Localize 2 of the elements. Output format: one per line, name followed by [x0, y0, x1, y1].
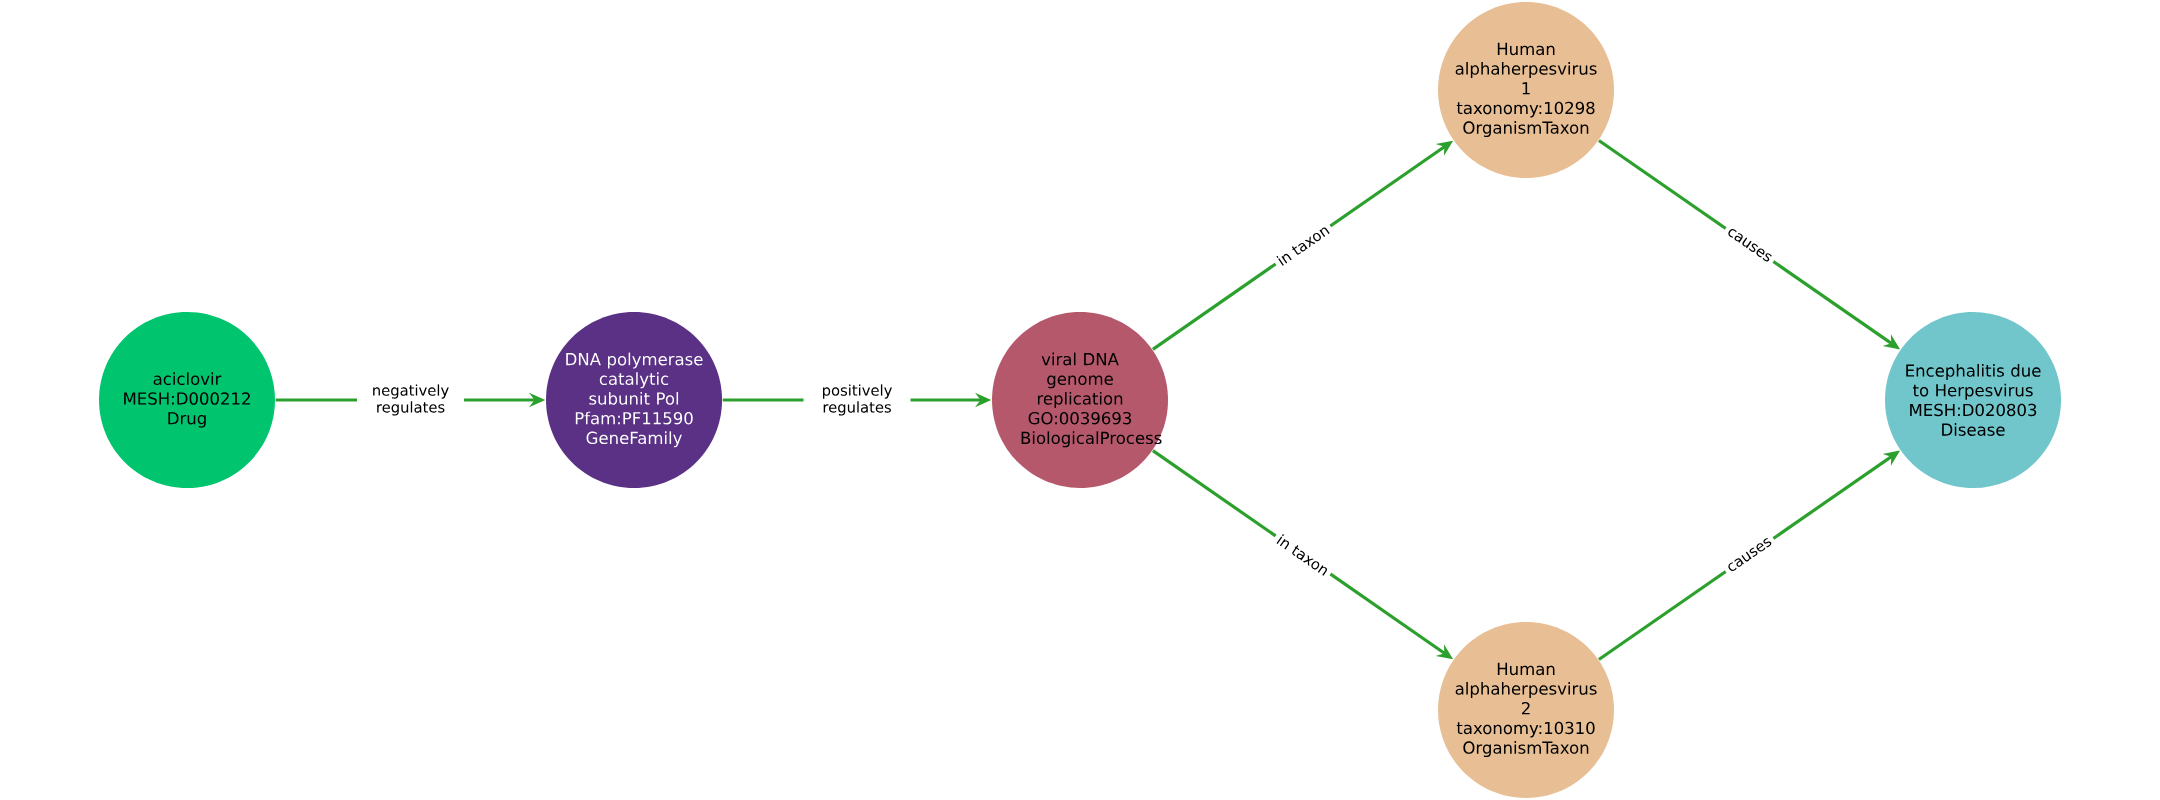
edge-label: negatively regulates [357, 380, 465, 420]
edge-label: positively regulates [803, 380, 911, 420]
